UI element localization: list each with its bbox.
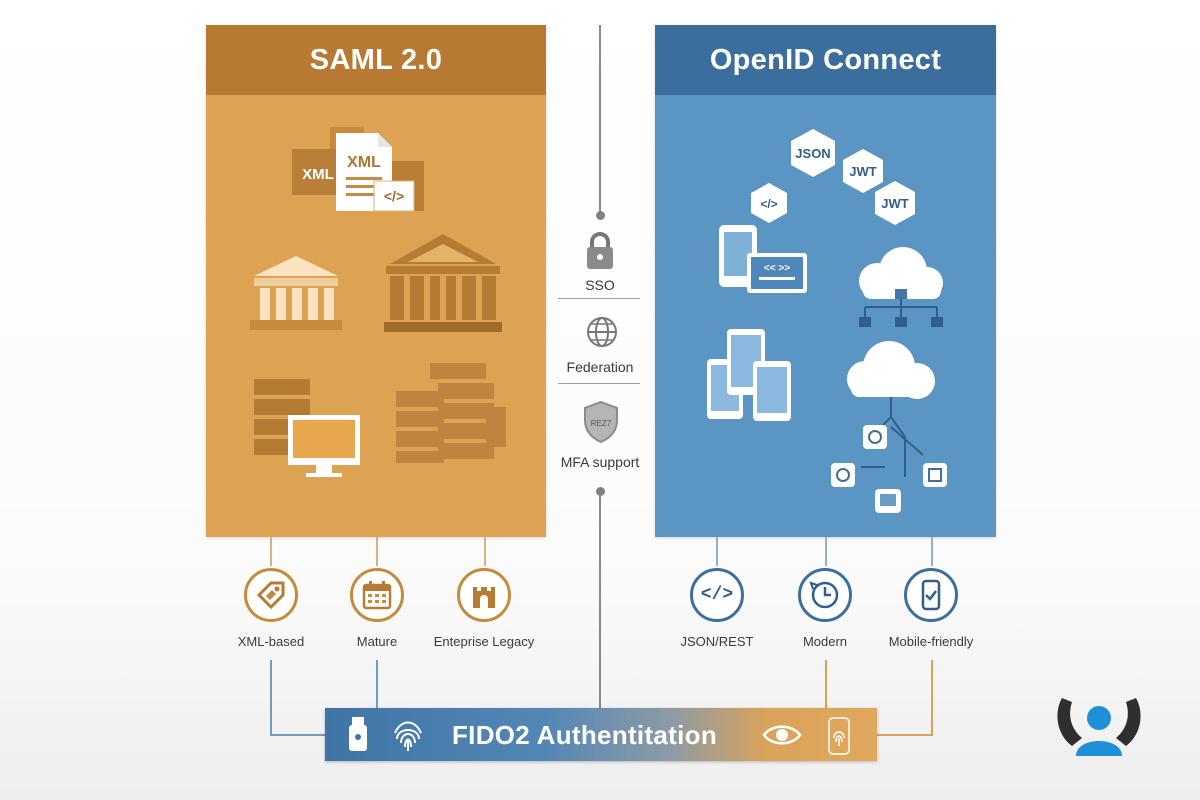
oidc-panel-title: OpenID Connect	[655, 25, 996, 95]
code-icon: </>	[700, 585, 734, 605]
eye-icon	[762, 725, 802, 745]
phone-check-icon	[921, 579, 941, 611]
tablets-icon	[707, 329, 791, 421]
user-shield-logo	[1057, 698, 1141, 756]
feature-mature-label: Mature	[356, 634, 398, 649]
center-label-sso: SSO	[585, 277, 615, 293]
fido-connector-left-1h	[270, 734, 326, 736]
feature-modern-label: Modern	[802, 634, 848, 649]
hex-code-label: </>	[760, 197, 777, 211]
saml-panel: SAML 2.0 XML XML </>	[206, 25, 546, 537]
saml-connector-3	[484, 537, 486, 566]
tag-icon	[256, 581, 285, 610]
xml-label-back: XML	[302, 166, 334, 183]
globe-icon	[587, 317, 617, 347]
center-divider-top-dot	[596, 211, 605, 220]
hex-jwt-label-1: JWT	[849, 164, 877, 179]
government-building-icon	[384, 234, 502, 332]
center-label-mfa: MFA support	[560, 454, 640, 470]
cloud-network-icon	[859, 247, 943, 327]
oidc-connector-1	[716, 537, 718, 566]
feature-mobile-friendly-label: Mobile-friendly	[888, 634, 974, 649]
oidc-connector-2	[825, 537, 827, 566]
feature-json-rest-label: JSON/REST	[680, 634, 754, 649]
center-label-federation: Federation	[566, 359, 634, 375]
usb-key-icon	[349, 717, 367, 751]
xml-label-front: XML	[347, 154, 381, 171]
cloud-apps-icon	[831, 341, 947, 513]
shield-icon: REZ7	[584, 400, 618, 444]
code-label: </>	[384, 188, 404, 204]
fido-connector-left-2	[376, 660, 378, 708]
feature-mobile-friendly-circle	[904, 568, 958, 622]
hex-jwt-label-2: JWT	[881, 196, 909, 211]
saml-connector-1	[270, 537, 272, 566]
device-code-label: << >>	[764, 263, 790, 274]
oidc-panel: OpenID Connect </> JSON JWT JWT << >>	[655, 25, 996, 537]
hex-json-label: JSON	[795, 146, 830, 161]
feature-enterprise-legacy-circle	[457, 568, 511, 622]
xml-documents-icon: XML XML </>	[292, 127, 424, 212]
mobile-web-icon: << >>	[719, 225, 807, 293]
center-divider-bottom	[599, 494, 601, 708]
server-rack-icon	[396, 363, 506, 463]
fido-connector-right-2h	[877, 734, 933, 736]
castle-icon	[473, 587, 495, 608]
feature-xml-based-label: XML-based	[237, 634, 305, 649]
oidc-connector-3	[931, 537, 933, 566]
fido-connector-left-1	[270, 660, 272, 735]
fido-connector-right-1	[825, 660, 827, 708]
fido2-label: FIDO2 Authentitation	[452, 720, 718, 750]
token-hexagons-icon: </> JSON JWT JWT	[751, 129, 915, 225]
center-separator-2	[558, 383, 640, 384]
bank-building-icon	[250, 256, 342, 330]
server-monitor-icon	[254, 379, 360, 477]
center-divider-bottom-dot	[596, 487, 605, 496]
calendar-icon	[362, 581, 392, 610]
feature-xml-based-circle	[244, 568, 298, 622]
center-divider-top	[599, 25, 601, 215]
feature-modern-circle	[798, 568, 852, 622]
center-separator-1	[558, 298, 640, 299]
fido-connector-right-2	[931, 660, 933, 735]
lock-icon	[587, 232, 613, 269]
feature-enterprise-legacy-label: Enteprise Legacy	[433, 634, 535, 649]
feature-json-rest-circle: </>	[690, 568, 744, 622]
feature-mature-circle	[350, 568, 404, 622]
shield-text: REZ7	[591, 419, 612, 428]
saml-connector-2	[376, 537, 378, 566]
fingerprint-icon	[394, 721, 422, 751]
saml-panel-title: SAML 2.0	[206, 25, 546, 95]
fingerprint-scanner-icon	[828, 717, 850, 755]
clock-icon	[809, 581, 839, 609]
